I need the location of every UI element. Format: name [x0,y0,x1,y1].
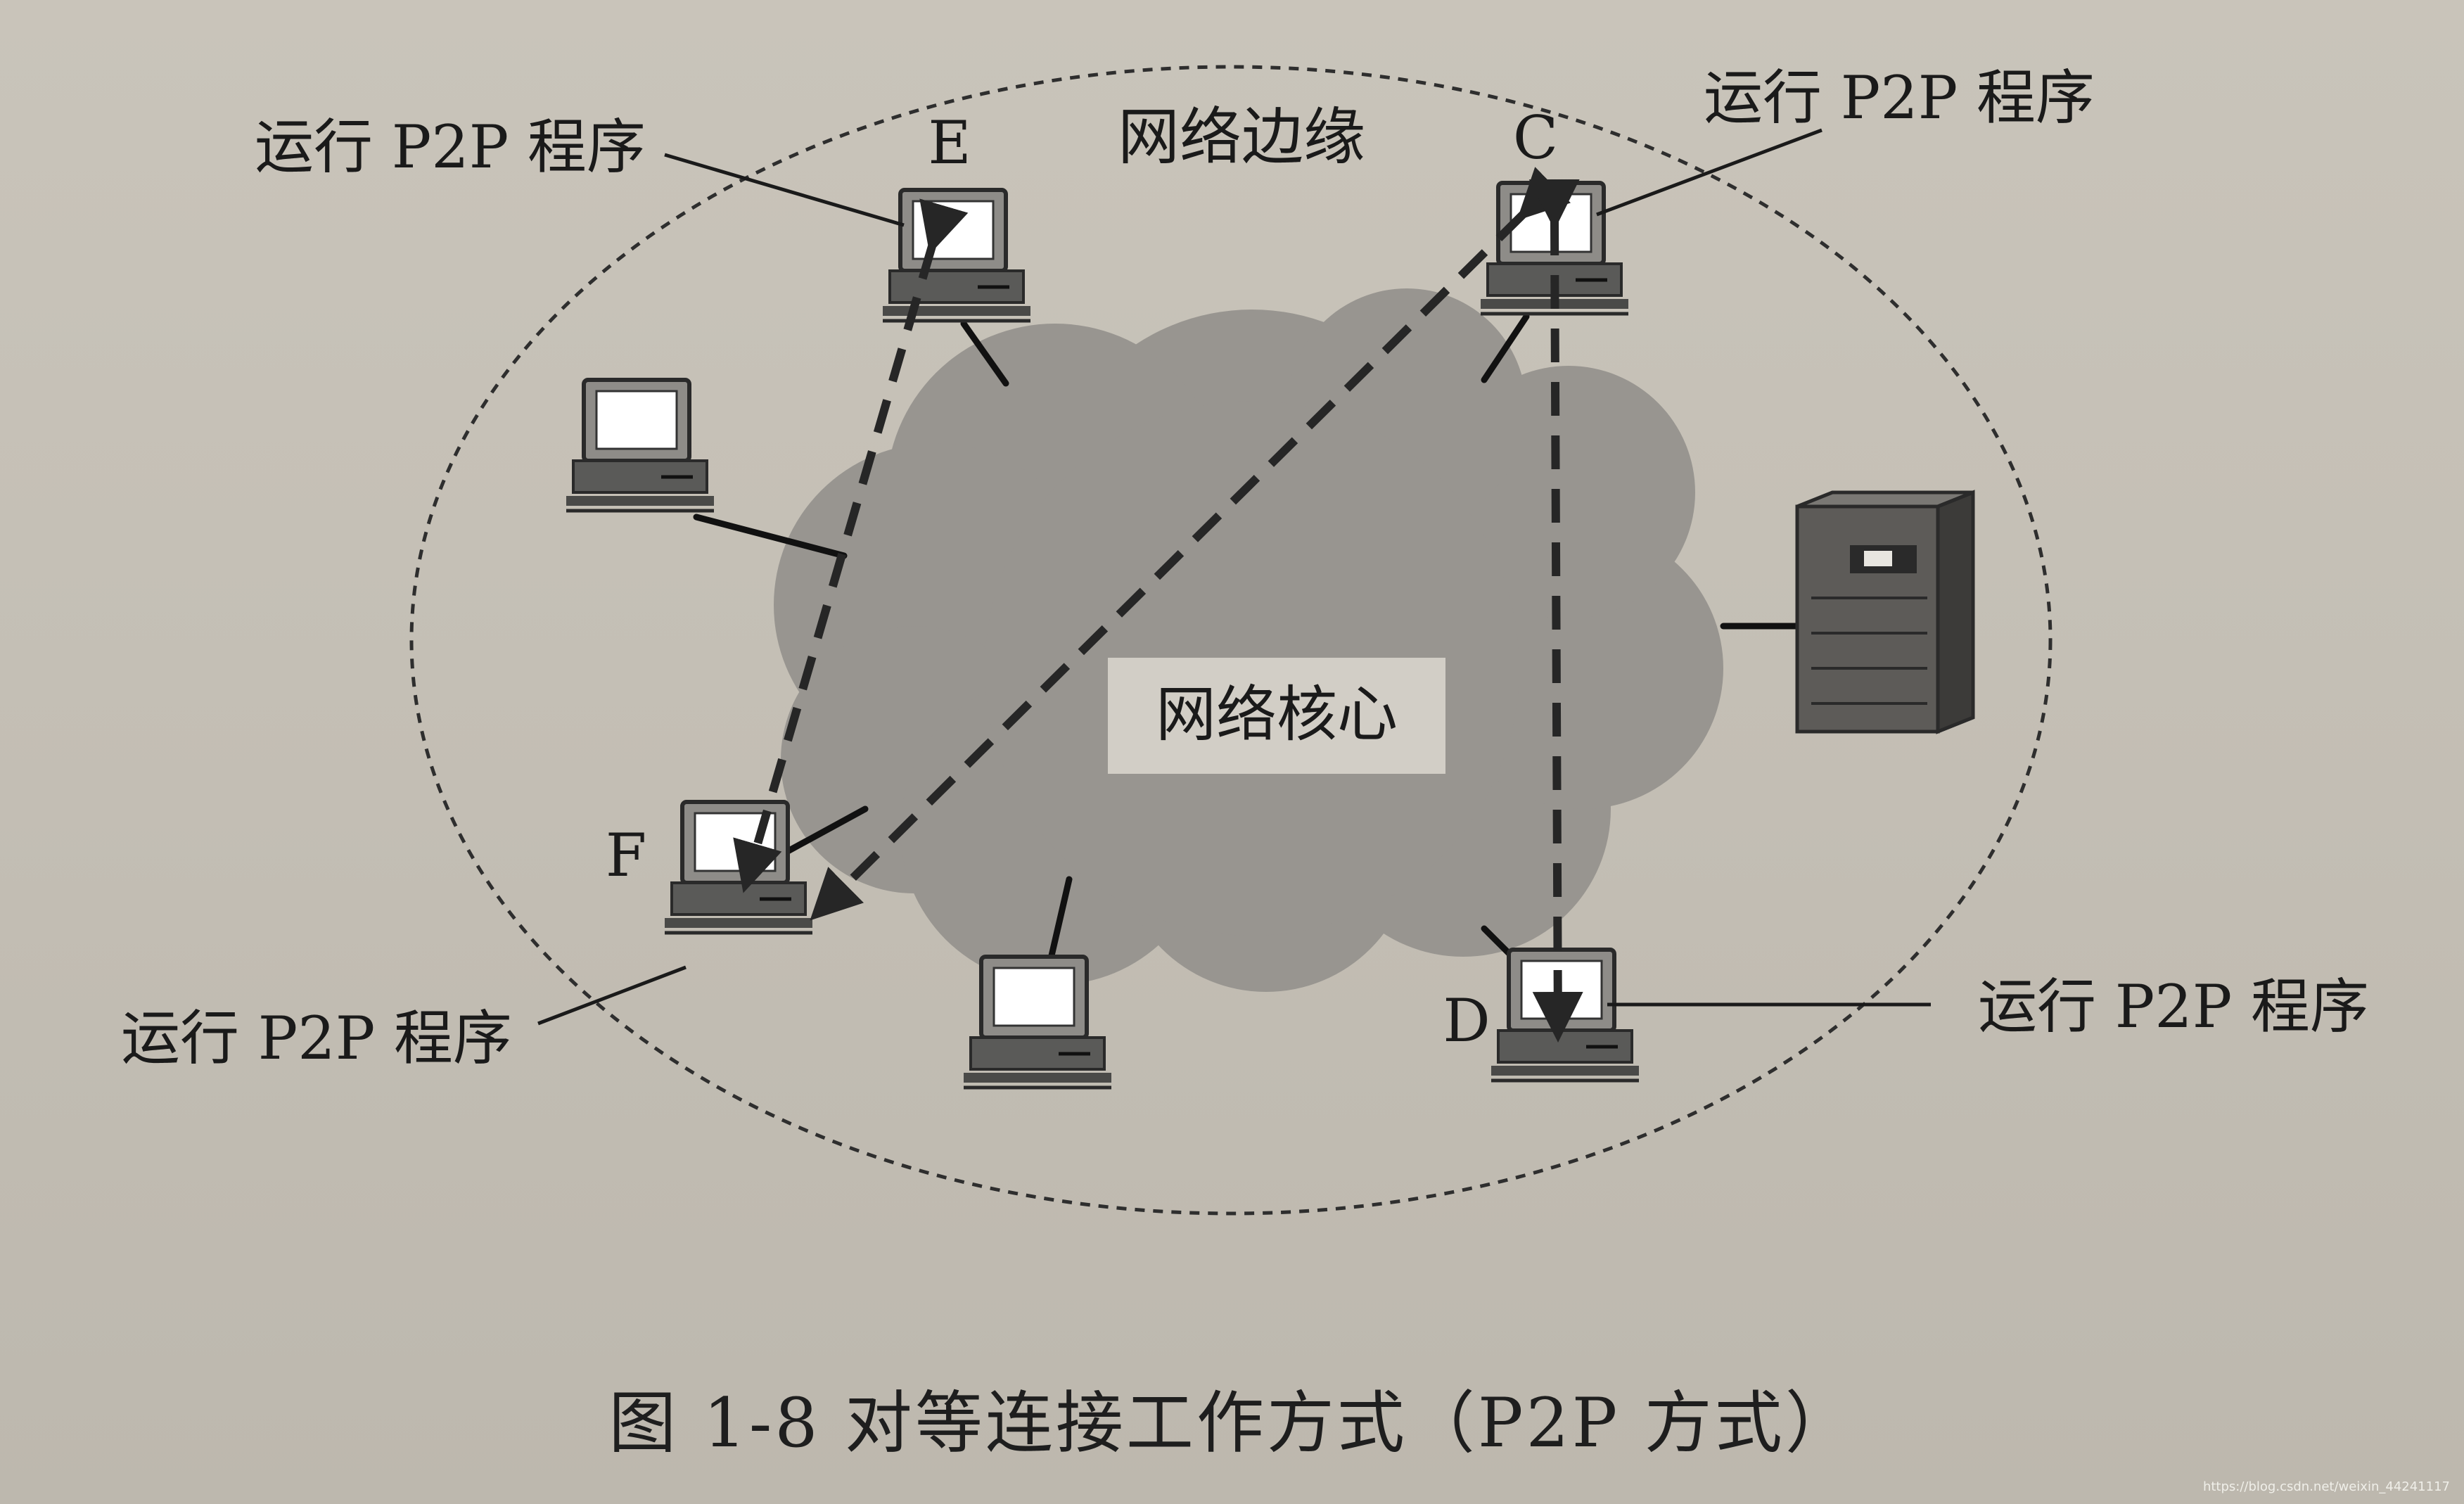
node-label-c: C [1513,103,1558,172]
workstation-e [883,190,1030,321]
server-icon [1795,490,1975,734]
workstation-f [665,802,812,933]
p2p-label-d: 运行 P2P 程序 [1978,972,2369,1041]
figure-caption: 图 1-8 对等连接工作方式（P2P 方式） [608,1384,1856,1462]
node-label-d: D [1443,986,1490,1055]
callout-lines [537,128,1931,1026]
network-edge-boundary [409,65,2053,1216]
node-label-f: F [606,821,646,890]
link-c-d [1528,179,1583,1043]
p2p-label-c: 运行 P2P 程序 [1704,63,2095,132]
network-core-cloud [774,288,1723,992]
link-c-f [810,167,1571,921]
workstation-left [566,380,714,511]
node-label-e: E [928,108,971,177]
core-label: 网络核心 [1156,680,1398,750]
p2p-dashed-links [733,167,1583,1043]
p2p-label-f: 运行 P2P 程序 [121,1004,512,1073]
p2p-label-e: 运行 P2P 程序 [255,113,646,181]
watermark: https://blog.csdn.net/weixin_44241117 [2202,1479,2450,1494]
edge-label: 网络边缘 [1118,101,1365,173]
workstation-d [1491,950,1639,1081]
